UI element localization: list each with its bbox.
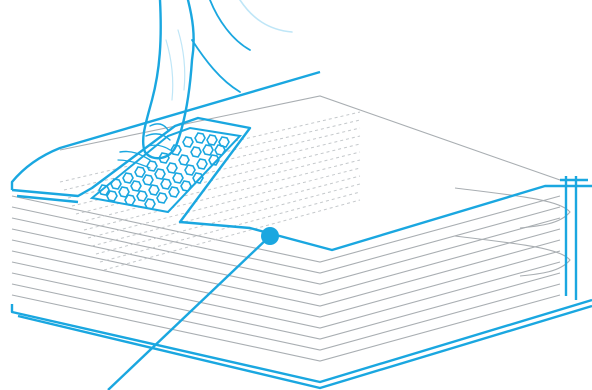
page-edge (12, 295, 560, 361)
callout-dot-icon (261, 227, 279, 245)
book-back-cover (12, 176, 592, 388)
page-edge (12, 273, 560, 339)
callout (108, 227, 279, 390)
callout-line (108, 236, 270, 390)
page-stack (12, 96, 560, 361)
page-edge-curves (455, 188, 570, 276)
